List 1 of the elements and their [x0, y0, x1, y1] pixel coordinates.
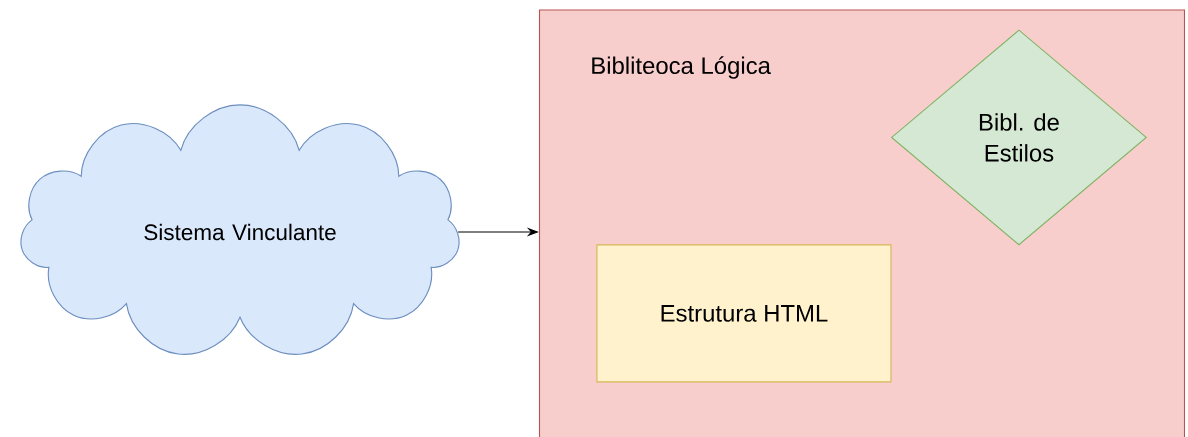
process-box: Estrutura HTML [596, 244, 892, 383]
